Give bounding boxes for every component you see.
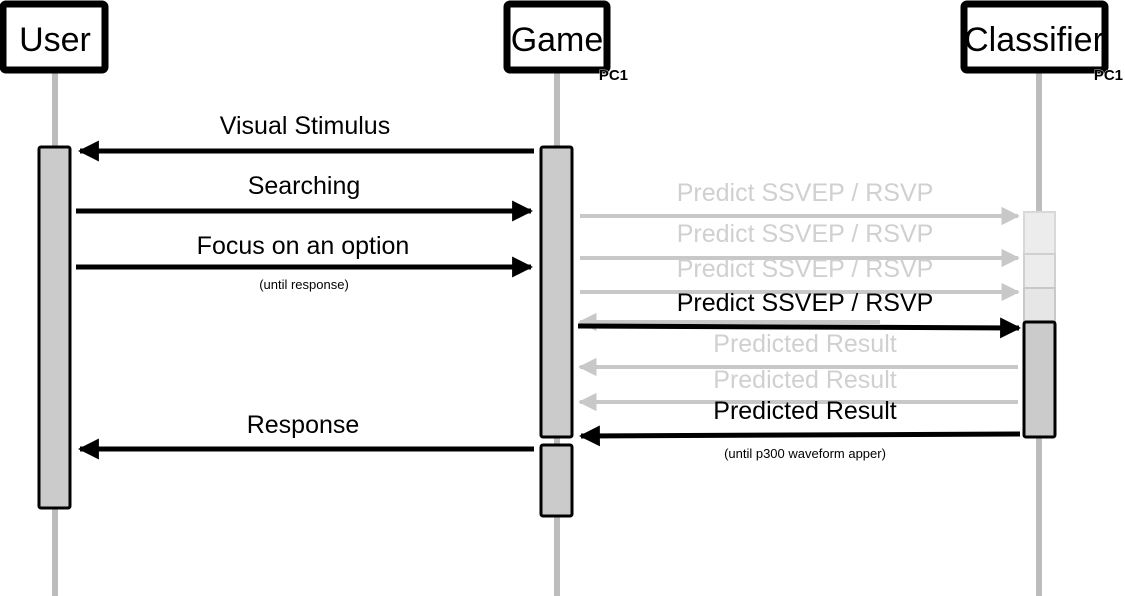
message-searching: Searching: [76, 172, 534, 222]
message-predict-ghost-2: Predict SSVEP / RSVP: [580, 220, 1020, 268]
message-predict-ghost-3: Predict SSVEP / RSVP: [580, 255, 1020, 302]
actor-user-label: User: [19, 21, 91, 59]
message-label: Searching: [248, 172, 361, 200]
actor-game-badge: PC1: [599, 67, 628, 84]
actor-user: User: [0, 0, 109, 74]
message-predict: Predict SSVEP / RSVP: [577, 289, 1022, 339]
classifier-ghost-activation-2: [1023, 253, 1056, 289]
message-visual-stimulus: Visual Stimulus: [77, 112, 534, 162]
message-note: (until response): [259, 277, 349, 292]
message-label: Predict SSVEP / RSVP: [677, 255, 934, 283]
message-label: Predict SSVEP / RSVP: [677, 289, 934, 317]
actor-classifier-badge: PC1: [1094, 67, 1123, 84]
message-label: Response: [247, 411, 360, 439]
message-note: (until p300 waveform apper): [724, 446, 886, 461]
message-label: Focus on an option: [197, 232, 410, 260]
game-activation-bar-response: [539, 443, 574, 518]
actor-classifier-box: [960, 0, 1109, 74]
classifier-ghost-activation-1: [1023, 211, 1056, 255]
message-label: Predicted Result: [713, 330, 896, 358]
message-arrow: [577, 317, 1022, 339]
actor-classifier-label: Classifier: [964, 21, 1104, 59]
game-activation-bar: [539, 145, 574, 439]
message-arrow: [578, 425, 1021, 447]
message-label: Predict SSVEP / RSVP: [677, 179, 934, 207]
message-label: Predict SSVEP / RSVP: [677, 220, 934, 248]
actor-game-box: [503, 0, 611, 74]
message-predict-ghost-1: Predict SSVEP / RSVP: [580, 179, 1020, 226]
message-label: Predicted Result: [713, 366, 896, 394]
user-activation-bar: [37, 145, 72, 510]
message-result-ghost-1: Predicted Result: [578, 330, 1018, 377]
classifier-ghost-activation-3: [1023, 287, 1056, 323]
classifier-activation-bar: [1022, 320, 1057, 439]
actor-game-label: Game: [511, 21, 604, 59]
message-predicted-result: Predicted Result (until p300 waveform ap…: [578, 397, 1021, 461]
message-label: Visual Stimulus: [220, 112, 390, 140]
message-focus-on-option: Focus on an option (until response): [76, 232, 534, 292]
actor-user-box: [0, 0, 109, 74]
actor-game: Game PC1: [503, 0, 628, 84]
message-label: Predicted Result: [713, 397, 896, 425]
message-result-ghost-2: Predicted Result: [578, 366, 1018, 412]
actor-classifier: Classifier PC1: [960, 0, 1123, 84]
message-response: Response: [77, 411, 534, 460]
